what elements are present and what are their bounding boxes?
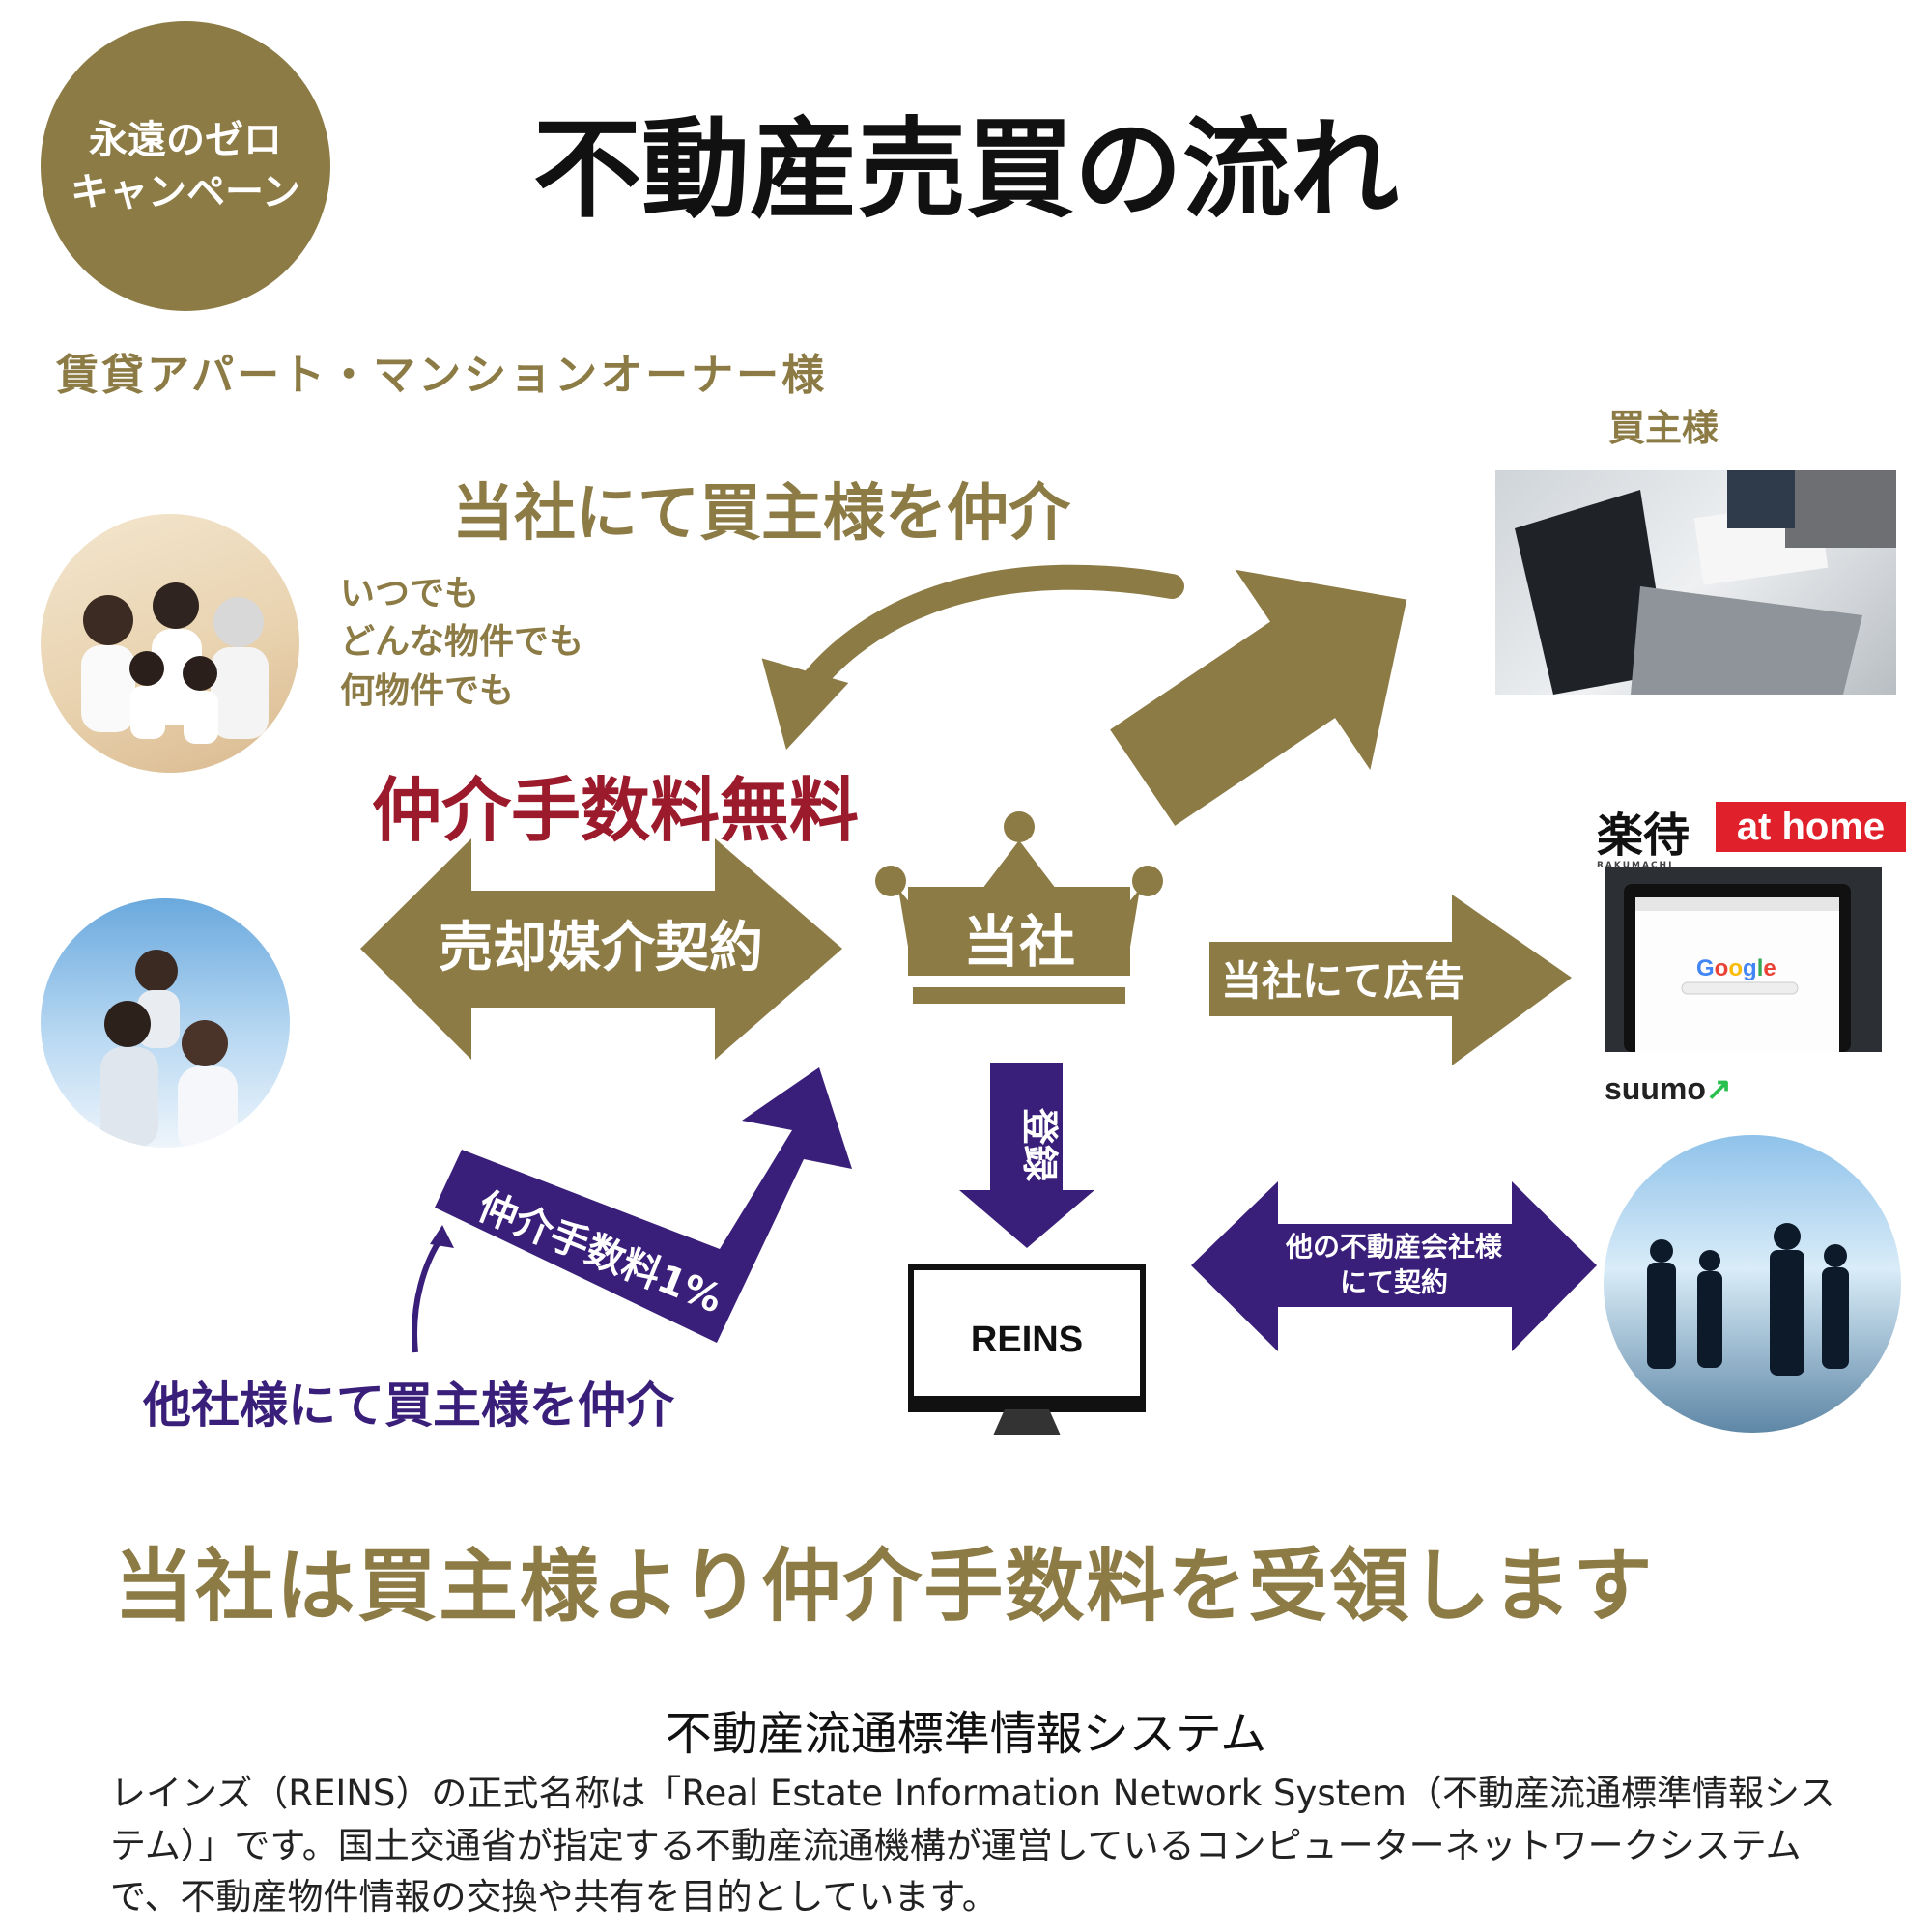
receive-statement: 当社は買主様より仲介手数料を受領します: [114, 1541, 1655, 1633]
system-name: 不動産流通標準情報システム: [665, 1707, 1267, 1761]
other-contract-line2: にて契約: [1340, 1266, 1448, 1298]
sale-contract-label: 売却媒介契約: [439, 917, 763, 980]
curved-return-arrow: [789, 564, 1184, 708]
page-title: 不動産売買の流れ: [533, 107, 1399, 233]
reins-monitor-icon: [908, 1264, 1146, 1435]
owner-family-photo: [41, 514, 299, 773]
reins-label: REINS: [971, 1320, 1083, 1360]
campaign-badge: 永遠のゼロ キャンペーン: [41, 21, 330, 311]
suumo-text: suumo: [1605, 1071, 1706, 1106]
other-company-photo: [1604, 1135, 1901, 1433]
anytime-line2: どんな物件でも: [340, 622, 584, 663]
other-contract-line1: 他の不動産会社様: [1285, 1231, 1503, 1263]
buyer-photo: [1495, 470, 1896, 695]
rakumachi-logo: 楽待 RAKUMACHI: [1597, 797, 1690, 870]
other-broker-text: 他社様にて買主様を仲介: [143, 1378, 674, 1434]
crown-icon: [875, 811, 1163, 1004]
intermediary-heading: 当社にて買主様を仲介: [452, 478, 1070, 550]
advertise-label: 当社にて広告: [1221, 957, 1464, 1005]
company-label: 当社: [963, 909, 1075, 975]
google-tablet-photo: Google: [1605, 867, 1882, 1052]
rakumachi-text: 楽待: [1597, 809, 1690, 863]
owner-label: 賃貸アパート・マンションオーナー様: [56, 351, 828, 400]
register-arrow: [959, 1063, 1094, 1248]
anytime-line3: 何物件でも: [340, 670, 515, 711]
badge-line2: キャンペーン: [71, 170, 300, 214]
curved-return-arrowhead: [761, 658, 849, 751]
google-logo: Google: [1696, 955, 1776, 981]
advertise-arrow: [1209, 895, 1572, 1065]
reins-description: レインズ（REINS）の正式名称は「Real Estate Informatio…: [110, 1773, 1835, 1918]
buyer-label: 買主様: [1608, 407, 1719, 449]
fee-free-text: 仲介手数料無料: [372, 770, 860, 851]
rakumachi-sub: RAKUMACHI: [1597, 861, 1674, 870]
anytime-text: いつでも どんな物件でも 何物件でも: [340, 570, 583, 716]
badge-line1: 永遠のゼロ: [89, 118, 282, 162]
fee-one-percent-arrow: [435, 1067, 852, 1343]
suumo-logo: suumo↗: [1605, 1070, 1732, 1107]
register-label: 登録: [1018, 1107, 1061, 1182]
other-broker-pointer-head: [430, 1225, 454, 1248]
other-broker-pointer: [412, 1235, 445, 1353]
other-contract-arrow: [1191, 1181, 1597, 1351]
suumo-arrow-icon: ↗: [1705, 1071, 1732, 1106]
sale-contract-arrow: [360, 838, 842, 1060]
introduce-arrow: [1110, 569, 1407, 826]
athome-logo: at home: [1716, 802, 1906, 852]
seller-family-photo: [41, 898, 290, 1148]
anytime-line1: いつでも: [340, 574, 480, 613]
